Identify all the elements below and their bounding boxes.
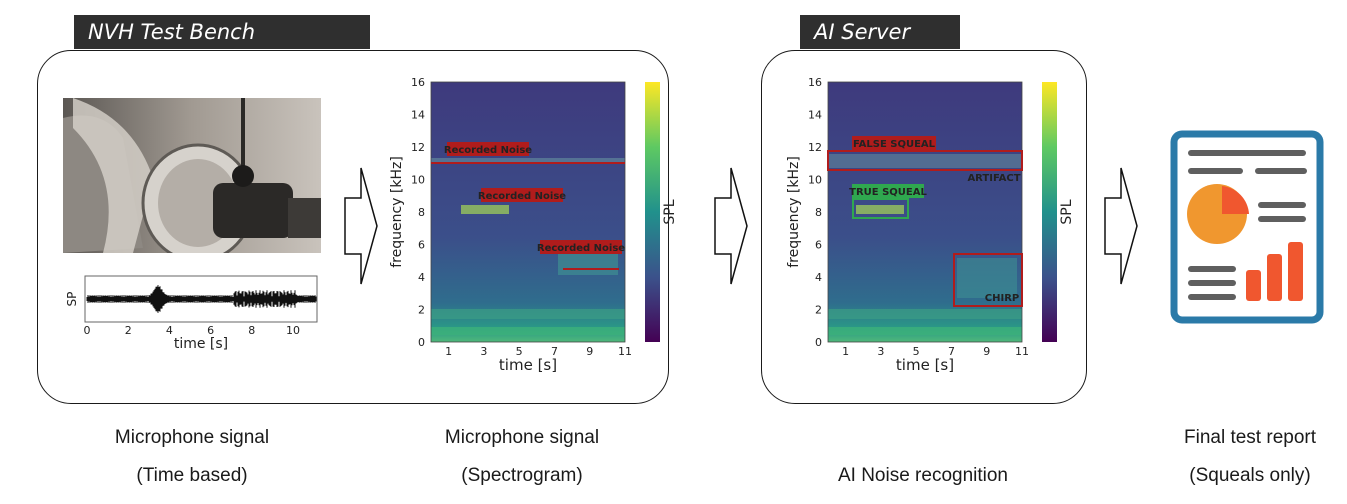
raw-spectrogram: Recorded Noise Recorded Noise Recorded N…	[383, 72, 683, 377]
time-signal-plot: SP 0 2 4 6 8 10 time [s]	[63, 270, 321, 355]
raw-ytick: 8	[418, 206, 425, 219]
time-signal-xtick: 2	[125, 324, 132, 337]
raw-ytick: 14	[411, 109, 425, 122]
false-squeal-box	[827, 150, 1023, 171]
chirp-box	[953, 253, 1023, 307]
waveform-trace	[86, 285, 317, 313]
arrow-1-icon	[344, 167, 378, 285]
test-report-icon	[1170, 130, 1324, 324]
ai-xtick: 11	[1015, 345, 1029, 358]
true-squeal-box	[852, 198, 909, 219]
ai-server-title: AI Server	[800, 15, 960, 49]
time-signal-ylabel: SP	[65, 292, 79, 307]
ai-ytick: 14	[808, 109, 822, 122]
ai-ytick: 4	[815, 271, 822, 284]
svg-text:TRUE SQUEAL: TRUE SQUEAL	[849, 187, 927, 198]
ai-spectrogram-ylabel: frequency [kHz]	[786, 156, 802, 268]
ai-xtick: 7	[948, 345, 955, 358]
test-bench-title: NVH Test Bench	[74, 15, 370, 49]
raw-ytick: 16	[411, 76, 425, 89]
arrow-3-icon	[1104, 167, 1138, 285]
raw-colorbar-label: SPL	[662, 199, 678, 224]
ai-xtick: 5	[913, 345, 920, 358]
ai-xtick: 1	[842, 345, 849, 358]
ai-ytick: 16	[808, 76, 822, 89]
raw-xtick: 11	[618, 345, 632, 358]
time-signal-xlabel: time [s]	[174, 336, 228, 352]
true-squeal-label: TRUE SQUEAL	[849, 184, 927, 198]
ai-spectrogram: FALSE SQUEAL ARTIFACT TRUE SQUEAL CHIRP …	[772, 72, 1078, 377]
recorded-noise-label-1: Recorded Noise	[444, 142, 532, 156]
brake-illustration	[63, 98, 321, 253]
ai-spectrogram-xlabel: time [s]	[896, 356, 954, 374]
ai-ytick: 8	[815, 206, 822, 219]
caption-spectrogram: Microphone signal (Spectrogram)	[444, 427, 600, 486]
raw-xtick: 5	[516, 345, 523, 358]
raw-colorbar	[645, 82, 660, 342]
raw-ytick: 6	[418, 239, 425, 252]
false-squeal-label: FALSE SQUEAL	[852, 136, 936, 150]
caption-final-report: Final test report (Squeals only)	[1184, 427, 1316, 486]
raw-spectrogram-xlabel: time [s]	[499, 356, 557, 374]
brake-photo	[63, 98, 321, 253]
time-signal-xtick: 10	[286, 324, 300, 337]
arrow-2-icon	[714, 167, 748, 285]
raw-xtick: 3	[480, 345, 487, 358]
svg-text:Recorded Noise: Recorded Noise	[537, 243, 625, 254]
svg-text:Recorded Noise: Recorded Noise	[478, 191, 566, 202]
caption-ai-recognition: AI Noise recognition	[837, 465, 1009, 486]
raw-xtick: 7	[551, 345, 558, 358]
time-signal-xtick: 0	[84, 324, 91, 337]
raw-ytick: 4	[418, 271, 425, 284]
raw-spectrogram-ylabel: frequency [kHz]	[389, 156, 405, 268]
ai-ytick: 12	[808, 141, 822, 154]
raw-ytick: 0	[418, 336, 425, 349]
raw-xtick: 1	[445, 345, 452, 358]
raw-ytick: 2	[418, 304, 425, 317]
artifact-label: ARTIFACT	[967, 173, 1020, 184]
ai-xtick: 3	[877, 345, 884, 358]
waveform	[86, 285, 317, 313]
time-signal-xtick: 4	[166, 324, 173, 337]
recorded-noise-label-3: Recorded Noise	[537, 240, 625, 254]
ai-colorbar-label: SPL	[1059, 199, 1075, 224]
raw-ytick: 10	[411, 174, 425, 187]
ai-ytick: 0	[815, 336, 822, 349]
svg-text:Recorded Noise: Recorded Noise	[444, 145, 532, 156]
ai-colorbar	[1042, 82, 1057, 342]
recorded-noise-label-2: Recorded Noise	[478, 188, 566, 202]
time-signal-xtick: 8	[248, 324, 255, 337]
ai-ytick: 6	[815, 239, 822, 252]
svg-text:FALSE SQUEAL: FALSE SQUEAL	[853, 139, 936, 150]
ai-ytick: 10	[808, 174, 822, 187]
caption-time-based: Microphone signal (Time based)	[114, 427, 270, 486]
raw-ytick: 12	[411, 141, 425, 154]
ai-ytick: 2	[815, 304, 822, 317]
time-signal-xtick: 6	[207, 324, 214, 337]
chirp-label: CHIRP	[985, 293, 1019, 304]
raw-xtick: 9	[586, 345, 593, 358]
ai-xtick: 9	[983, 345, 990, 358]
